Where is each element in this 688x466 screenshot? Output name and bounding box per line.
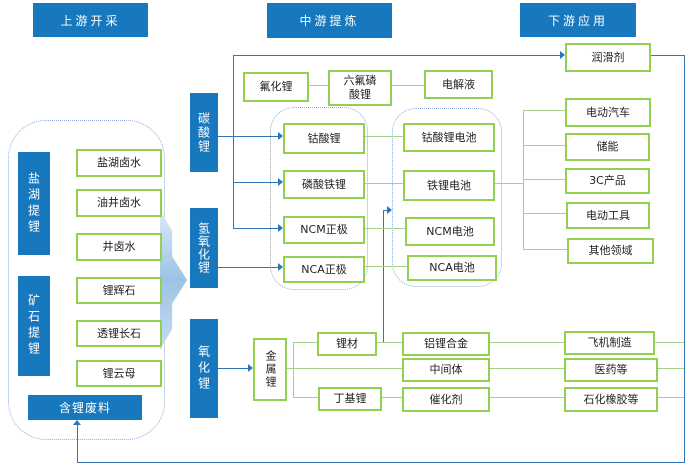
recycle-loop-up [77,425,78,462]
cathode-group-container [270,107,368,290]
node-3c-products: 3C产品 [565,168,650,194]
connector-petro-loop [654,397,684,398]
arrowhead-into-nca [278,263,283,271]
connector-nca-battery [361,266,407,267]
node-lithium-carbonate: 碳酸锂 [190,93,218,172]
connector-limaterial-battery-vertical [383,210,384,342]
connector-lfp-battery [361,183,403,184]
node-salt-lake-brine: 盐湖卤水 [76,149,162,177]
node-lithium-material: 锂材 [317,332,377,356]
connector-intermediate-pharma [486,368,564,369]
node-energy-storage: 储能 [565,133,650,161]
arrowhead-into-battery-group [387,206,392,214]
node-lubricant: 润滑剂 [565,43,651,72]
battery-group-container [392,108,502,287]
group-brine-extraction: 盐湖提锂 [18,152,50,255]
node-lithium-hydroxide: 氢氧化锂 [190,208,218,288]
connector-pharma-loop [654,368,684,369]
recycle-loop-right [684,55,685,462]
node-petalite: 透锂长石 [76,320,162,347]
stub-ev [523,110,565,111]
stub-other [523,249,567,250]
node-other-fields: 其他领域 [567,238,654,264]
node-lipf6: 六氟磷酸锂 [328,70,392,106]
connector-limaterial-alloy [373,342,402,343]
node-lco-cathode: 钴酸锂 [283,123,365,154]
stub-3c [523,179,565,180]
stub-storage [523,145,565,146]
arrowhead-into-ncm [278,224,283,232]
connector-lubricant-loop [647,55,684,56]
node-catalyst: 催化剂 [402,387,490,412]
node-ev: 电动汽车 [565,98,651,127]
connector-aircraft-loop [651,342,684,343]
connector-battery-apps [491,183,523,184]
node-nca-battery: NCA电池 [407,255,497,281]
node-petrochemical-rubber: 石化橡胶等 [564,387,658,412]
node-well-brine: 井卤水 [76,233,162,261]
node-lfp-battery: 铁锂电池 [403,170,495,201]
arrowhead-into-lco [278,132,283,140]
arrowhead-into-lubricant [560,51,565,59]
node-nca-cathode: NCA正极 [283,256,365,283]
node-ncm-cathode: NCM正极 [283,216,365,244]
connector-metal-butyl [293,397,318,398]
node-oil-well-brine: 油井卤水 [76,189,162,217]
connector-carbonate-lubricant [233,55,560,56]
group-ore-extraction: 矿石提锂 [18,276,50,376]
node-electrolyte: 电解液 [424,70,493,99]
upstream-to-midstream-arrow [160,210,187,350]
connector-carbonate-lco [218,136,278,137]
arrowhead-into-lfp [278,178,283,186]
connector-carbonate-branch-vertical [233,55,234,228]
node-lfp-cathode: 磷酸铁锂 [283,170,365,199]
node-power-tools: 电动工具 [566,202,650,229]
node-lithium-oxide: 氧化锂 [190,319,218,418]
node-lco-battery: 钴酸锂电池 [403,123,495,152]
node-aircraft: 飞机制造 [564,331,655,355]
node-ncm-battery: NCM电池 [405,217,495,246]
connector-lif-lipf6 [305,85,328,86]
connector-lipf6-electrolyte [388,85,424,86]
connector-carbonate-lfp [233,182,278,183]
connector-catalyst-petro [486,397,564,398]
stub-tools [523,213,566,214]
node-lepidolite: 锂云母 [76,360,162,387]
metal-branch-vertical [293,342,294,397]
node-lithium-fluoride: 氟化锂 [243,72,309,102]
recycle-loop-bottom [77,462,685,463]
node-pharma: 医药等 [564,358,658,382]
connector-metal-limaterial [293,342,317,343]
arrowhead-into-waste [73,420,81,425]
arrowhead-into-metal [248,364,253,372]
node-intermediate: 中间体 [402,358,490,382]
node-lithium-metal: 金属锂 [253,338,287,401]
connector-hydroxide-nca [218,267,278,268]
header-midstream: 中游提炼 [267,3,392,38]
node-al-li-alloy: 铝锂合金 [402,332,490,356]
connector-carbonate-ncm [233,228,278,229]
connector-limaterial-battery-stub [383,210,387,211]
header-downstream: 下游应用 [520,3,636,37]
connector-oxide-metal [218,368,248,369]
node-butyllithium: 丁基锂 [318,387,382,411]
connector-alloy-aircraft [486,342,564,343]
header-upstream: 上游开采 [33,3,148,37]
node-lithium-waste: 含锂废料 [28,395,142,420]
connector-metal-intermediate [283,368,402,369]
connector-lco-battery [361,136,403,137]
connector-butyl-catalyst [378,397,402,398]
connector-ncm-battery [361,228,405,229]
node-spodumene: 锂辉石 [76,277,162,304]
